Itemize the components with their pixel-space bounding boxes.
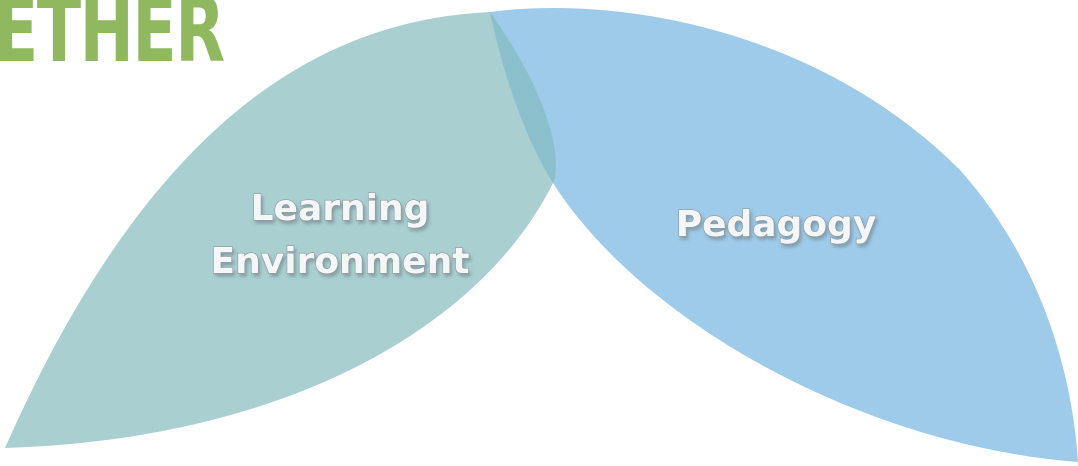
pedagogy-label: Pedagogy	[675, 203, 877, 245]
pedagogy-petal	[490, 8, 1078, 463]
learning-environment-label: Learning Environment	[210, 187, 470, 282]
learning-environment-label-line-1: Learning	[251, 188, 430, 229]
page-title: ETHER	[0, 0, 225, 83]
learning-environment-petal	[5, 12, 556, 448]
pedagogy-label-line-1: Pedagogy	[676, 204, 877, 245]
learning-environment-label-line-2: Environment	[211, 241, 470, 282]
